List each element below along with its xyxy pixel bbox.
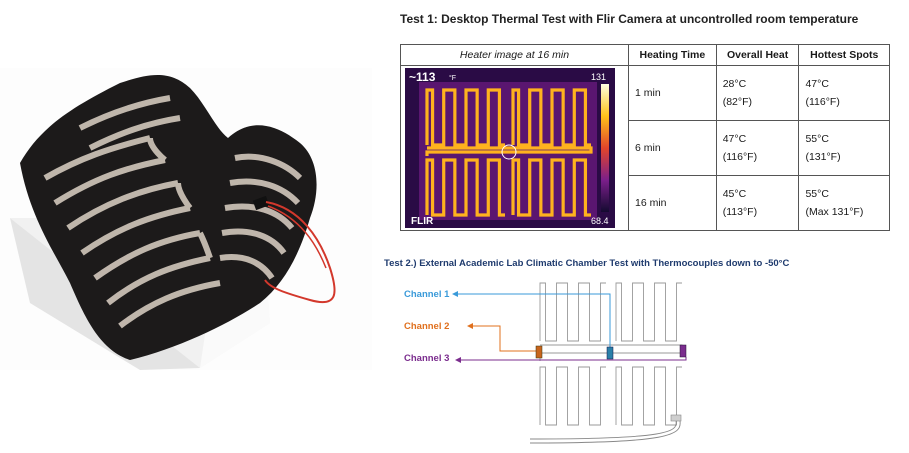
channel-3-label: Channel 3	[404, 353, 450, 364]
channel-1-leader	[455, 293, 611, 355]
heater-trace	[539, 366, 606, 426]
hottest-spots-cell: 47°C(116°F)	[798, 65, 890, 121]
heater-connector	[670, 414, 682, 422]
overall-heat-cell: 28°C(82°F)	[715, 65, 800, 121]
heater-trace	[425, 158, 505, 217]
temperature-scale-bar	[601, 84, 609, 212]
table-header-row: Heater image at 16 min Heating Time Over…	[400, 44, 890, 66]
column-header-heating-time: Heating Time	[628, 44, 717, 66]
heater-product-photo	[0, 68, 372, 370]
flir-thermal-image: ~113 °F 131 68.4 FLIR	[405, 68, 615, 228]
heater-trace	[511, 158, 591, 217]
heating-time-cell: 1 min	[628, 65, 717, 121]
channel-3-thermocouple	[679, 344, 687, 358]
heater-trace	[511, 88, 591, 147]
channel-2-thermocouple	[535, 345, 543, 359]
heater-trace	[539, 282, 606, 342]
thermocouple-diagram	[452, 282, 687, 444]
column-header-heater-image: Heater image at 16 min	[400, 44, 629, 66]
channel-1-thermocouple	[606, 346, 614, 360]
channel-2-leader	[470, 325, 536, 352]
heating-time-cell: 6 min	[628, 120, 717, 176]
temperature-reading: ~113	[409, 70, 436, 84]
column-header-hottest-spots: Hottest Spots	[798, 44, 890, 66]
scale-min-value: 68.4	[591, 216, 609, 226]
thermal-test-table: Heater image at 16 min Heating Time Over…	[400, 44, 890, 231]
heater-trace	[615, 282, 682, 342]
channel-3-leader	[458, 357, 687, 361]
heating-time-cell: 16 min	[628, 175, 717, 231]
test1-title: Test 1: Desktop Thermal Test with Flir C…	[400, 12, 859, 26]
flir-logo: FLIR	[411, 216, 434, 227]
test2-title: Test 2.) External Academic Lab Climatic …	[384, 258, 790, 269]
scale-max-value: 131	[591, 72, 606, 82]
channel-2-label: Channel 2	[404, 321, 450, 332]
crosshair-icon	[501, 144, 517, 160]
table-row: ~113 °F 131 68.4 FLIR 1 min 28°C(82°F) 4…	[400, 65, 890, 231]
table-row: 16 min 45°C(113°F) 55°C(Max 131°F)	[401, 175, 890, 231]
temperature-reading-unit: °F	[449, 74, 456, 82]
hottest-spots-cell: 55°C(131°F)	[798, 120, 890, 176]
heater-trace	[425, 146, 593, 156]
overall-heat-cell: 47°C(116°F)	[715, 120, 800, 176]
heater-trace	[615, 366, 682, 426]
heater-trace	[425, 88, 505, 147]
column-header-overall-heat: Overall Heat	[715, 44, 800, 66]
channel-1-label: Channel 1	[404, 289, 450, 300]
overall-heat-cell: 45°C(113°F)	[715, 175, 800, 231]
thermal-image-cell: ~113 °F 131 68.4 FLIR	[400, 65, 629, 231]
hottest-spots-cell: 55°C(Max 131°F)	[798, 175, 890, 231]
